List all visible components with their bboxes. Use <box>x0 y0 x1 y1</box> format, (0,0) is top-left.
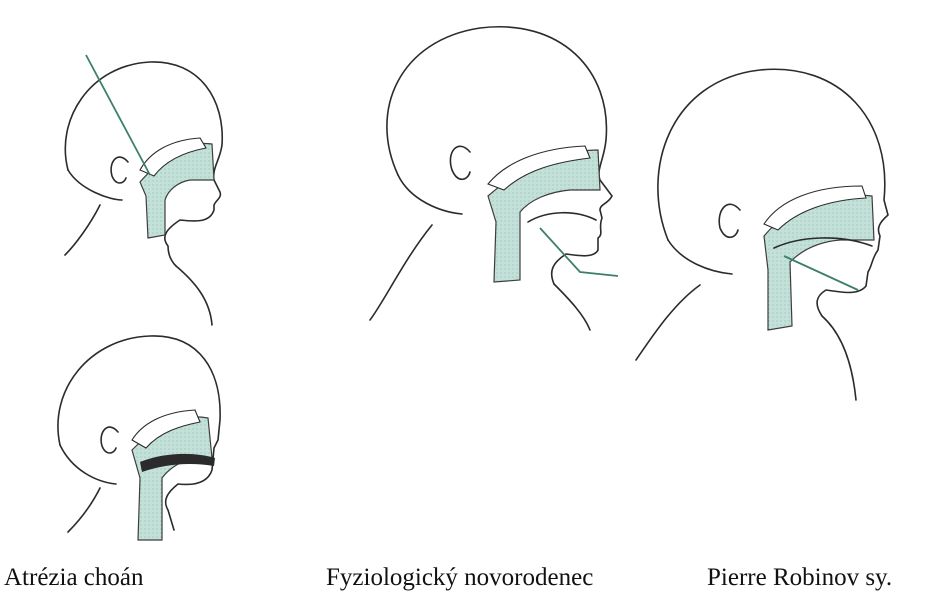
pointer-line <box>784 256 858 290</box>
caption-choanal-atresia: Atrézia choán <box>4 565 144 590</box>
infant-physiological <box>370 27 618 330</box>
caption-physiological-newborn: Fyziologický novorodenec <box>326 565 593 590</box>
infant-choanal-atresia-top <box>65 55 222 325</box>
infant-pierre-robin <box>636 69 888 400</box>
infant-choanal-atresia-bottom <box>58 336 220 540</box>
caption-pierre-robin: Pierre Robinov sy. <box>707 565 892 590</box>
